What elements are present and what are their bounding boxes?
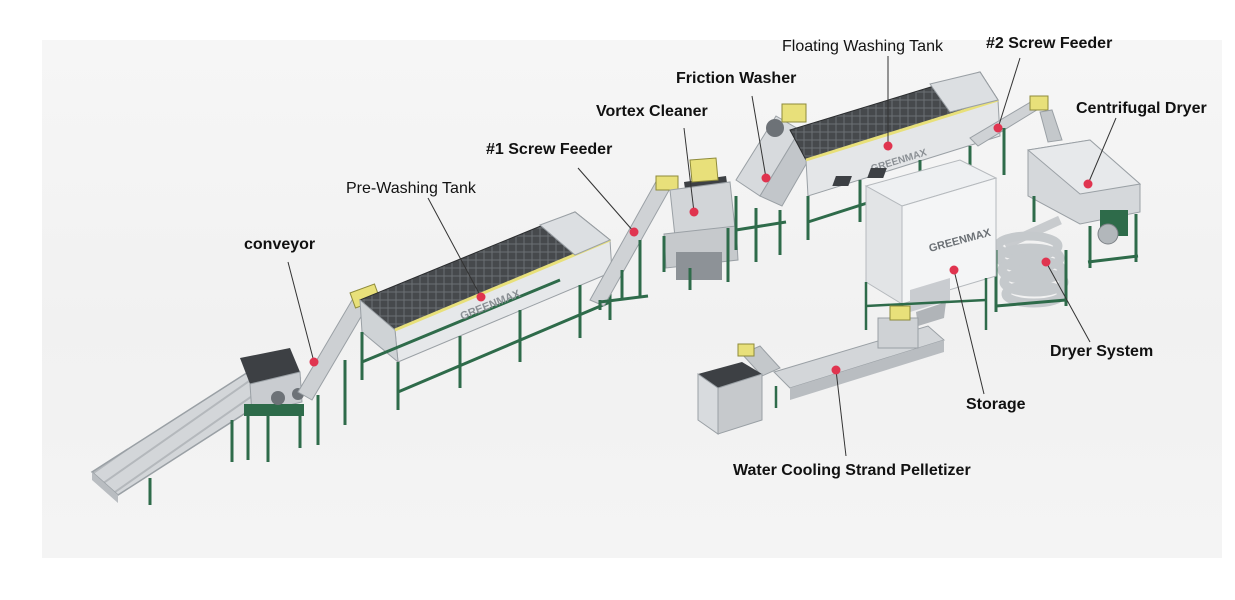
marker-centrifugal-dryer <box>1083 179 1093 189</box>
leader-pre-washing-tank <box>427 197 482 298</box>
screw-feeder-1 <box>589 175 679 310</box>
pre-washing-tank: GREENMAX <box>359 211 613 410</box>
storage-silo: GREENMAX <box>832 159 998 352</box>
marker-pre-washing-tank <box>476 292 486 302</box>
label-friction-washer: Friction Washer <box>676 70 797 87</box>
label-vortex-cleaner: Vortex Cleaner <box>596 103 708 120</box>
marker-floating-washing-tank <box>883 141 893 151</box>
screw-feeder-2 <box>969 95 1063 175</box>
marker-screw-feeder-1 <box>629 227 639 237</box>
marker-screw-feeder-2 <box>993 123 1003 133</box>
label-storage: Storage <box>966 396 1026 413</box>
marker-dryer-system <box>1041 257 1051 267</box>
leader-screw-feeder-2 <box>997 57 1021 129</box>
label-conveyor: conveyor <box>244 236 316 253</box>
strand-pelletizer <box>697 305 946 435</box>
marker-vortex-cleaner <box>689 207 699 217</box>
leader-storage <box>953 269 985 395</box>
marker-storage <box>949 265 959 275</box>
leader-dryer-system <box>1045 261 1091 343</box>
label-screw-feeder-1: #1 Screw Feeder <box>486 141 613 158</box>
leader-vortex-cleaner <box>683 127 695 213</box>
callout-markers <box>309 123 1093 375</box>
leader-conveyor <box>287 261 315 363</box>
leader-friction-washer <box>751 95 767 179</box>
marker-pelletizer <box>831 365 841 375</box>
label-dryer-system: Dryer System <box>1050 343 1154 360</box>
leader-centrifugal-dryer <box>1087 117 1117 185</box>
marker-conveyor <box>309 357 319 367</box>
callout-leaders <box>287 56 1117 457</box>
label-floating-washing-tank: Floating Washing Tank <box>782 38 943 55</box>
label-screw-feeder-2: #2 Screw Feeder <box>986 35 1113 52</box>
leader-pelletizer <box>835 369 847 457</box>
vortex-cleaner <box>662 157 739 290</box>
belt-conveyor <box>90 348 304 505</box>
leader-screw-feeder-1 <box>577 167 635 233</box>
label-centrifugal-dryer: Centrifugal Dryer <box>1076 100 1207 117</box>
incline-conveyor <box>297 283 381 445</box>
label-pre-washing-tank: Pre-Washing Tank <box>346 180 476 197</box>
dryer-system <box>993 231 1069 312</box>
marker-friction-washer <box>761 173 771 183</box>
floating-washing-tank: GREENMAX <box>789 71 1001 240</box>
label-pelletizer: Water Cooling Strand Pelletizer <box>733 462 971 479</box>
